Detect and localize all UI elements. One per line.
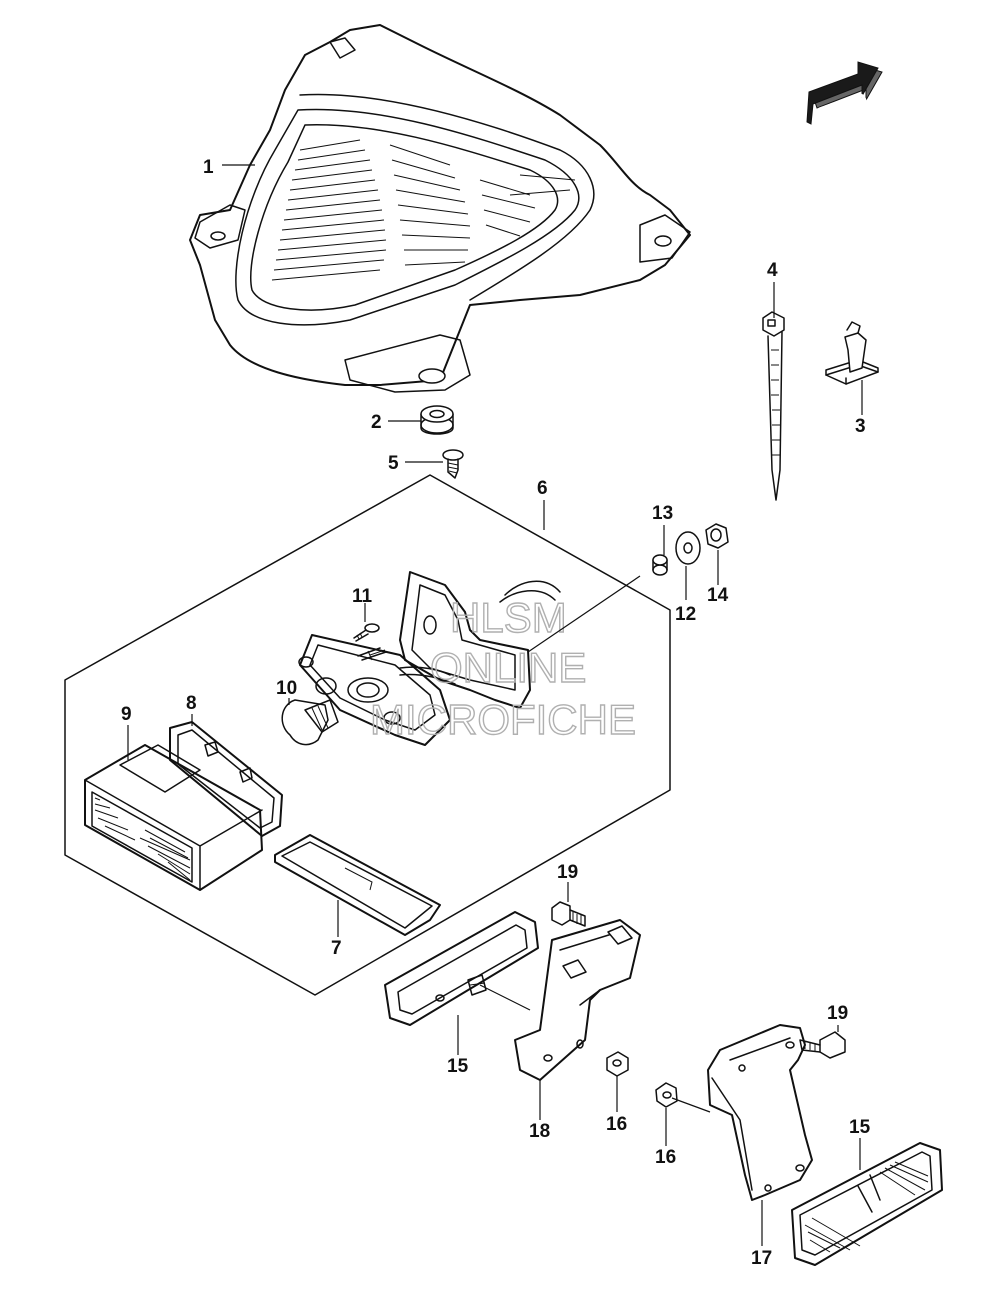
flange-bolt — [551, 901, 586, 927]
reflector-bracket-right — [707, 1024, 813, 1201]
callout-15-right: 15 — [849, 1117, 871, 1138]
callout-13: 13 — [652, 503, 673, 524]
watermark: HLSM ONLINE MICROFICHE — [369, 593, 636, 743]
watermark-line-2: ONLINE — [430, 644, 586, 691]
callout-8: 8 — [186, 693, 197, 714]
rear-reflector-right — [791, 1142, 943, 1266]
part-callouts: 1 2 3 4 5 6 7 8 9 10 11 12 13 14 15 15 1… — [121, 157, 871, 1269]
flange-nut-right — [655, 1082, 678, 1108]
nut — [705, 523, 729, 549]
callout-6: 6 — [537, 478, 548, 499]
screw — [442, 449, 464, 479]
grommet — [420, 405, 454, 435]
wire-clamp — [825, 321, 879, 385]
callout-10: 10 — [276, 678, 297, 699]
lens-grid — [94, 797, 191, 881]
lens-hatching — [271, 139, 576, 281]
callout-9: 9 — [121, 704, 132, 725]
callout-19-top: 19 — [557, 862, 578, 883]
washer — [675, 531, 701, 565]
callout-4: 4 — [767, 260, 778, 281]
small-screw — [353, 623, 380, 642]
fwd-direction-arrow: FWD — [806, 61, 883, 127]
bulb — [281, 699, 339, 746]
tail-lamp-housing — [189, 24, 691, 393]
callout-15-left: 15 — [447, 1056, 469, 1077]
callout-18: 18 — [529, 1121, 550, 1142]
assembly-outline — [64, 474, 671, 996]
watermark-line-1: HLSM — [450, 594, 567, 641]
rear-reflector-left — [384, 911, 539, 1026]
callout-7: 7 — [331, 938, 342, 959]
lamp-socket-harness — [298, 571, 561, 746]
reflector-plate — [274, 834, 441, 936]
callout-19-right: 19 — [827, 1003, 848, 1024]
cable-tie — [762, 311, 785, 501]
reflector-bracket-left — [514, 919, 641, 1081]
flange-nut-left — [606, 1051, 629, 1077]
flange-bolt-right — [799, 1031, 846, 1059]
callout-16-right: 16 — [655, 1147, 676, 1168]
callout-1: 1 — [203, 157, 214, 178]
callout-16-left: 16 — [606, 1114, 627, 1135]
watermark-line-3: MICROFICHE — [370, 696, 636, 743]
callout-14: 14 — [707, 585, 729, 606]
callout-2: 2 — [371, 412, 382, 433]
leader-lines — [127, 164, 863, 1246]
callout-3: 3 — [855, 416, 866, 437]
spacer-collar — [652, 554, 668, 576]
callout-17: 17 — [751, 1248, 772, 1269]
callout-5: 5 — [388, 453, 399, 474]
tail-lens — [84, 744, 263, 891]
callout-11: 11 — [352, 586, 373, 607]
callout-12: 12 — [675, 604, 696, 625]
